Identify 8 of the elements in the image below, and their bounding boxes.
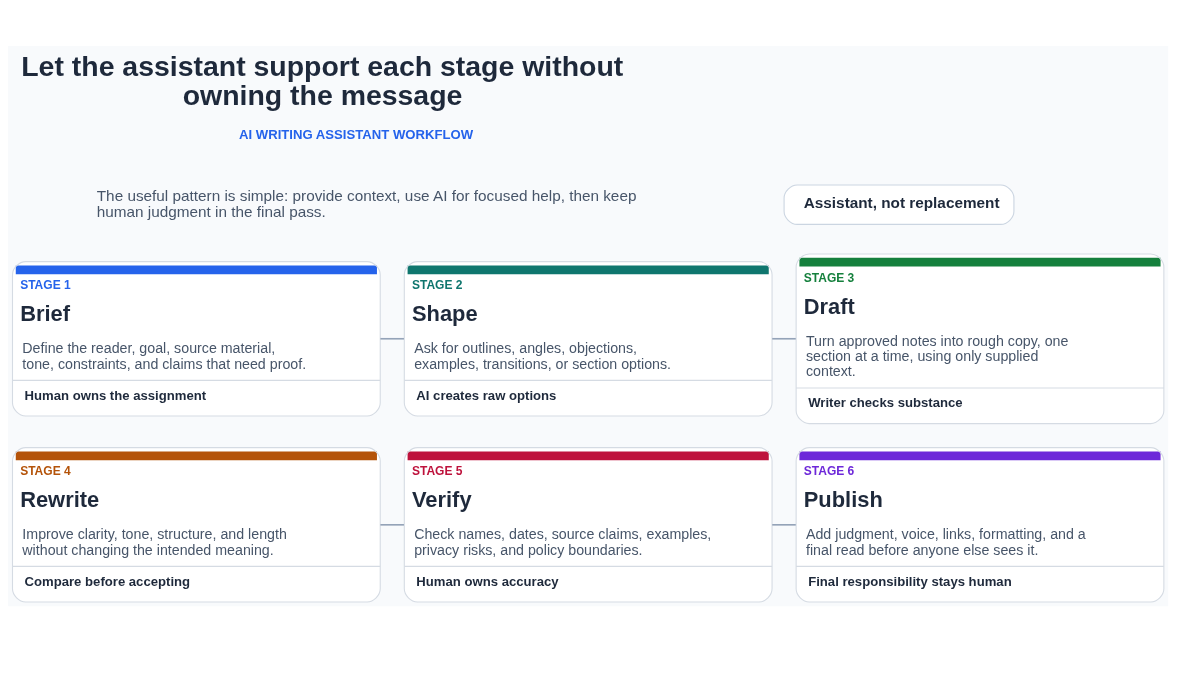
diagram-title: Let the assistant support each stage without owning the message <box>21 49 624 111</box>
connector <box>771 337 797 340</box>
connector <box>379 337 405 340</box>
connector <box>771 523 797 526</box>
node-box: Assistant, not replacement <box>783 183 1015 225</box>
connector <box>379 523 405 526</box>
label: AI WRITING ASSISTANT WORKFLOW <box>239 126 474 142</box>
label: The useful pattern is simple: provide context, use AI for focused help, then keep human judgment in the final pass. <box>96 186 637 220</box>
